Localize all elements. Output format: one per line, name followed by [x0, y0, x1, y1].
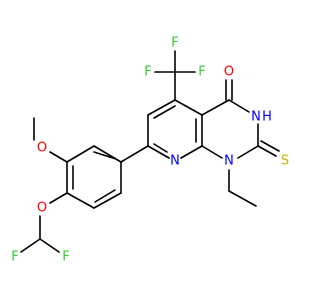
bond-n8-c7-inner — [153, 143, 168, 153]
bond-ph4-o — [49, 192, 68, 204]
bond-c6-c5 — [147, 99, 176, 116]
molecule-canvas: F F F O N H S N N O O F F — [11, 36, 289, 265]
atom-h-n3: H — [262, 110, 272, 125]
bond-ph2-ph3 — [66, 145, 95, 163]
bond-c2-s-1 — [257, 145, 277, 157]
bond-c5-c4a — [174, 99, 203, 116]
bond-ph4-ph5 — [66, 192, 95, 209]
bond-chf2-f-right — [39, 238, 60, 253]
bond-ph5-ph6 — [93, 192, 122, 209]
atom-o-ether: O — [37, 201, 47, 216]
atom-n1: N — [224, 154, 234, 169]
bond-c4-n3 — [228, 99, 250, 113]
atom-f-cf3-top: F — [171, 36, 178, 51]
atom-o-methoxy: O — [37, 141, 47, 156]
bond-n8-c7 — [147, 145, 170, 159]
bond-c2-s-2 — [260, 140, 280, 152]
atom-s-thione: S — [281, 154, 289, 169]
bond-ch2-ch3 — [228, 190, 257, 207]
atom-labels: F F F O N H S N N O O F F — [11, 36, 289, 265]
bond-c4a-c4 — [201, 99, 230, 116]
atom-f-cf3-left: F — [144, 65, 151, 80]
bond-c6-c5-inner — [153, 105, 176, 119]
bond-c7-phenyl — [120, 145, 149, 163]
atom-n3: N — [251, 110, 261, 125]
bond-ph3-ome — [49, 151, 68, 163]
bond-ph1-ph2-inner — [93, 151, 117, 160]
molecule-structure: F F F O N H S N N O O F F — [11, 36, 289, 265]
bond-n1-c8a — [201, 145, 223, 159]
bond-c8a-n8 — [180, 145, 203, 159]
bonds — [20, 50, 280, 253]
atom-f-chf2-right: F — [62, 250, 69, 265]
atom-n8-pyridine: N — [170, 154, 180, 169]
bond-ph5-ph6-inner — [94, 189, 116, 203]
atom-f-cf3-right: F — [198, 65, 205, 80]
bond-c2-n1 — [237, 145, 259, 159]
atom-o-carbonyl: O — [224, 65, 234, 80]
bond-chf2-f-left — [20, 238, 41, 253]
atom-f-chf2-left: F — [11, 250, 18, 265]
